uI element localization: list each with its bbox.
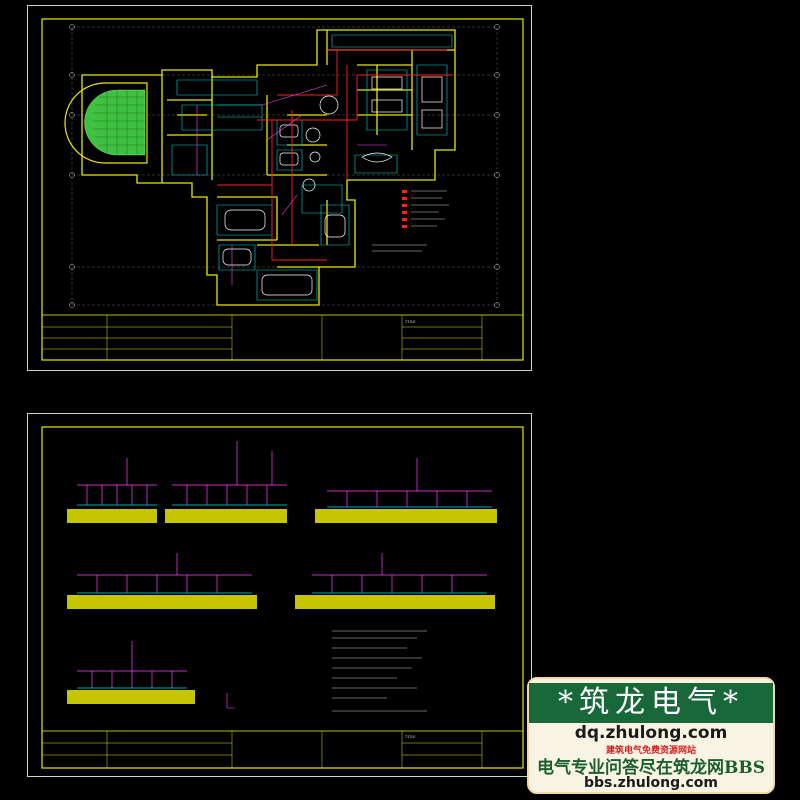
schematic-sheet: TITLE <box>27 413 532 777</box>
watermark-bbs-url: bbs.zhulong.com <box>583 775 718 791</box>
partitions <box>171 34 453 301</box>
watermark-brand: *筑龙电气* <box>529 683 773 723</box>
watermark-stamp: *筑龙电气* dq.zhulong.com 建筑电气免费资源网站 电气专业问答尽… <box>527 677 775 794</box>
wiring-red <box>217 49 452 261</box>
watermark-tagline: 建筑电气免费资源网站 <box>605 746 696 756</box>
title-block: TITLE <box>41 314 524 361</box>
panel-diagram-4 <box>67 553 257 609</box>
panel-diagram-6 <box>67 641 235 709</box>
title-block-2: TITLE <box>41 730 524 769</box>
grid-axes <box>71 26 498 306</box>
building-walls <box>81 29 456 306</box>
round-room <box>64 82 148 164</box>
wiring-magenta <box>196 84 387 285</box>
legend <box>372 190 449 252</box>
floor-plan-sheet: TITLE <box>27 5 532 371</box>
grid-bubbles <box>69 24 500 308</box>
schematic-drawing: TITLE <box>27 413 532 777</box>
fixtures <box>222 76 443 296</box>
title-block-label-2: TITLE <box>405 735 416 739</box>
panel-diagram-3 <box>315 458 497 523</box>
floor-plan-drawing: TITLE <box>27 5 532 371</box>
panel-diagram-1 <box>67 458 157 523</box>
title-block-label: TITLE <box>405 320 416 324</box>
design-notes <box>332 630 427 712</box>
panel-diagram-2 <box>165 441 287 523</box>
watermark-url: dq.zhulong.com <box>574 723 728 743</box>
watermark-bbs-line: 电气专业问答尽在筑龙网BBS <box>536 758 765 778</box>
panel-diagram-5 <box>295 553 495 609</box>
